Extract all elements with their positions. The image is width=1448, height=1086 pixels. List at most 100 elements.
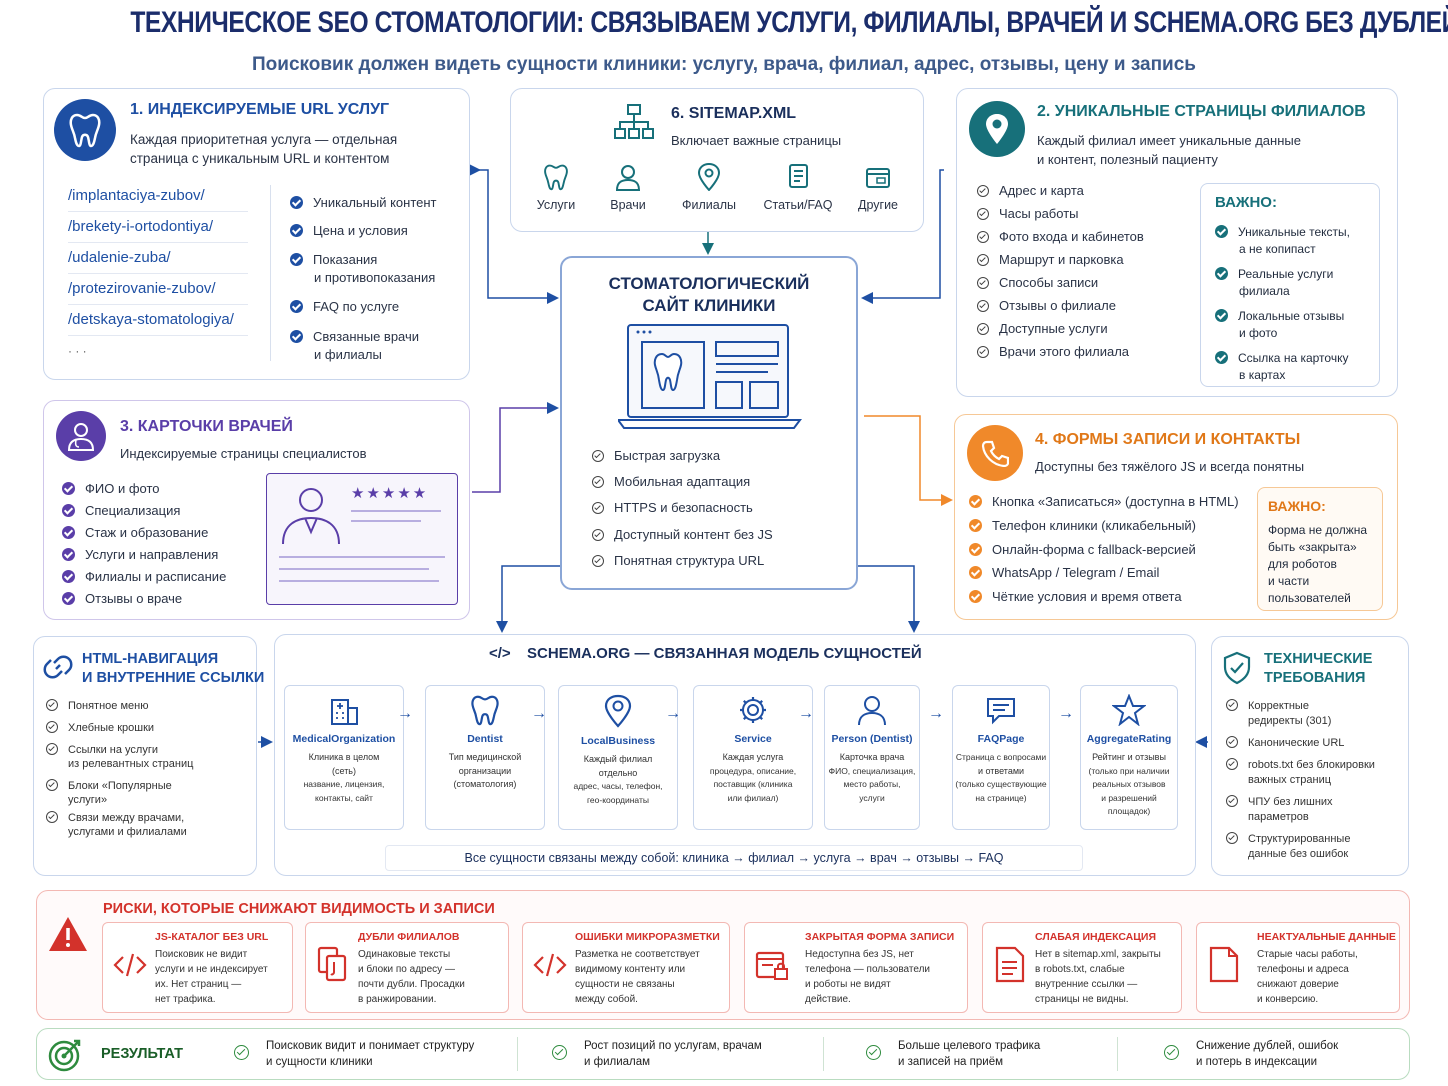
check-icon bbox=[62, 504, 75, 517]
document-icon bbox=[995, 946, 1025, 983]
entity-medical-organization[interactable]: MedicalOrganization Клиника в целом(сеть… bbox=[284, 685, 404, 830]
folder-icon bbox=[866, 168, 890, 188]
risk-title: ОШИБКИ МИКРОРАЗМЕТКИ bbox=[575, 931, 720, 943]
section-title: 1. ИНДЕКСИРУЕМЫЕ URL УСЛУГ bbox=[130, 101, 390, 118]
tech-item: robots.txt без блокировки bbox=[1248, 759, 1375, 771]
site-feature: Быстрая загрузка bbox=[614, 448, 721, 463]
check-icon bbox=[969, 519, 982, 532]
section-service-urls: 1. ИНДЕКСИРУЕМЫЕ URL УСЛУГ Каждая приори… bbox=[43, 88, 470, 380]
camera-icon bbox=[977, 231, 989, 243]
url-more: · · · bbox=[68, 344, 87, 358]
important-title: ВАЖНО: bbox=[1268, 498, 1326, 514]
important-line: и части bbox=[1268, 574, 1310, 588]
risk-markup-errors: ОШИБКИ МИКРОРАЗМЕТКИ Разметка не соответ… bbox=[522, 922, 730, 1013]
nav-item-cont: из релевантных страниц bbox=[68, 758, 194, 770]
doctor-feature: Филиалы и расписание bbox=[85, 569, 227, 584]
section-desc: и контент, полезный пациенту bbox=[1037, 152, 1218, 167]
check-icon bbox=[290, 330, 303, 343]
sitemap-item-branches[interactable]: Филиалы bbox=[673, 162, 745, 215]
arrow-right-icon: → bbox=[665, 705, 681, 722]
check-icon bbox=[552, 1045, 567, 1060]
users-icon bbox=[977, 346, 989, 358]
nav-item: Блоки «Популярные bbox=[68, 780, 172, 792]
url-item[interactable]: /udalenie-zuba/ bbox=[68, 243, 248, 274]
sitemap-item-articles[interactable]: Статьи/FAQ bbox=[755, 163, 841, 215]
important-item: Ссылка на карточку bbox=[1238, 351, 1349, 365]
tech-item: Структурированные bbox=[1248, 833, 1351, 845]
map-pin-icon bbox=[697, 162, 721, 192]
site-feature: Мобильная адаптация bbox=[614, 474, 751, 489]
doctor-icon bbox=[56, 411, 106, 461]
doctor-icon bbox=[615, 165, 641, 191]
doctor-icon bbox=[858, 696, 886, 726]
booking-feature: Телефон клиники (кликабельный) bbox=[992, 518, 1197, 533]
doctor-feature: ФИО и фото bbox=[85, 481, 160, 496]
check-icon bbox=[969, 566, 982, 579]
check-icon bbox=[969, 543, 982, 556]
laptop-icon bbox=[618, 324, 802, 429]
sitemap-item-other[interactable]: Другие bbox=[845, 163, 911, 215]
code-icon bbox=[113, 953, 147, 977]
site-feature: Доступный контент без JS bbox=[614, 527, 773, 542]
check-icon bbox=[866, 1045, 881, 1060]
map-pin-icon bbox=[969, 101, 1025, 157]
tech-item-cont: редиректы (301) bbox=[1248, 715, 1332, 727]
sitemap-item-doctors[interactable]: Врачи bbox=[595, 163, 661, 215]
branch-feature: Способы записи bbox=[999, 275, 1099, 290]
important-line: быть «закрыта» bbox=[1268, 540, 1357, 554]
risk-title: СЛАБАЯ ИНДЕКСАЦИЯ bbox=[1035, 931, 1157, 943]
document-icon bbox=[789, 164, 808, 188]
important-title: ВАЖНО: bbox=[1215, 194, 1277, 211]
check-icon bbox=[290, 196, 303, 209]
url-item[interactable]: /protezirovanie-zubov/ bbox=[68, 274, 248, 305]
check-icon bbox=[1215, 225, 1228, 238]
section-desc: Доступны без тяжёлого JS и всегда понятн… bbox=[1035, 459, 1305, 474]
arrow-right-icon: → bbox=[531, 705, 547, 722]
arrow-right-icon: → bbox=[397, 705, 413, 722]
locked-form-icon bbox=[755, 951, 788, 980]
route-icon bbox=[977, 254, 989, 266]
check-icon bbox=[46, 811, 58, 823]
section-doctor-cards: 3. КАРТОЧКИ ВРАЧЕЙ Индексируемые страниц… bbox=[43, 400, 470, 620]
important-item-cont: филиала bbox=[1239, 284, 1290, 298]
branch-feature: Часы работы bbox=[999, 206, 1079, 221]
section-title: 6. SITEMAP.XML bbox=[671, 105, 797, 122]
section-title: 4. ФОРМЫ ЗАПИСИ И КОНТАКТЫ bbox=[1035, 431, 1301, 448]
url-item[interactable]: /detskaya-stomatologiya/ bbox=[68, 305, 248, 336]
check-icon bbox=[46, 699, 58, 711]
check-icon bbox=[1226, 758, 1238, 770]
check-icon bbox=[62, 482, 75, 495]
section-desc: Каждый филиал имеет уникальные данные bbox=[1037, 133, 1301, 148]
risk-weak-indexing: СЛАБАЯ ИНДЕКСАЦИЯ Нет в sitemap.xml, зак… bbox=[982, 922, 1182, 1013]
check-icon bbox=[1164, 1045, 1179, 1060]
tech-item: Корректные bbox=[1248, 700, 1309, 712]
section-booking-forms: 4. ФОРМЫ ЗАПИСИ И КОНТАКТЫ Доступны без … bbox=[954, 414, 1398, 620]
center-site-card: СТОМАТОЛОГИЧЕСКИЙ САЙТ КЛИНИКИ Быстрая з… bbox=[560, 256, 858, 590]
check-label-cont: и противопоказания bbox=[314, 270, 436, 285]
sitemap-item-services[interactable]: Услуги bbox=[523, 163, 589, 215]
chat-icon bbox=[987, 698, 1015, 725]
check-label: Показания bbox=[313, 252, 378, 267]
important-box: ВАЖНО: Уникальные тексты, а не копипаст … bbox=[1200, 183, 1380, 387]
sitemap-icon bbox=[614, 104, 654, 139]
nav-item: Ссылки на услуги bbox=[68, 744, 158, 756]
check-icon bbox=[592, 555, 604, 567]
map-pin-icon bbox=[604, 694, 632, 728]
section-title: И ВНУТРЕННИЕ ССЫЛКИ bbox=[82, 670, 265, 686]
check-label: Уникальный контент bbox=[313, 195, 437, 210]
entity-aggregate-rating[interactable]: AggregateRating Рейтинг и отзывы(только … bbox=[1080, 685, 1178, 830]
check-icon bbox=[1215, 309, 1228, 322]
tech-item-cont: параметров bbox=[1248, 811, 1309, 823]
url-item[interactable]: /brekety-i-ortodontiya/ bbox=[68, 212, 248, 243]
url-item[interactable]: /implantaciya-zubov/ bbox=[68, 181, 248, 212]
booking-feature: WhatsApp / Telegram / Email bbox=[992, 565, 1160, 580]
